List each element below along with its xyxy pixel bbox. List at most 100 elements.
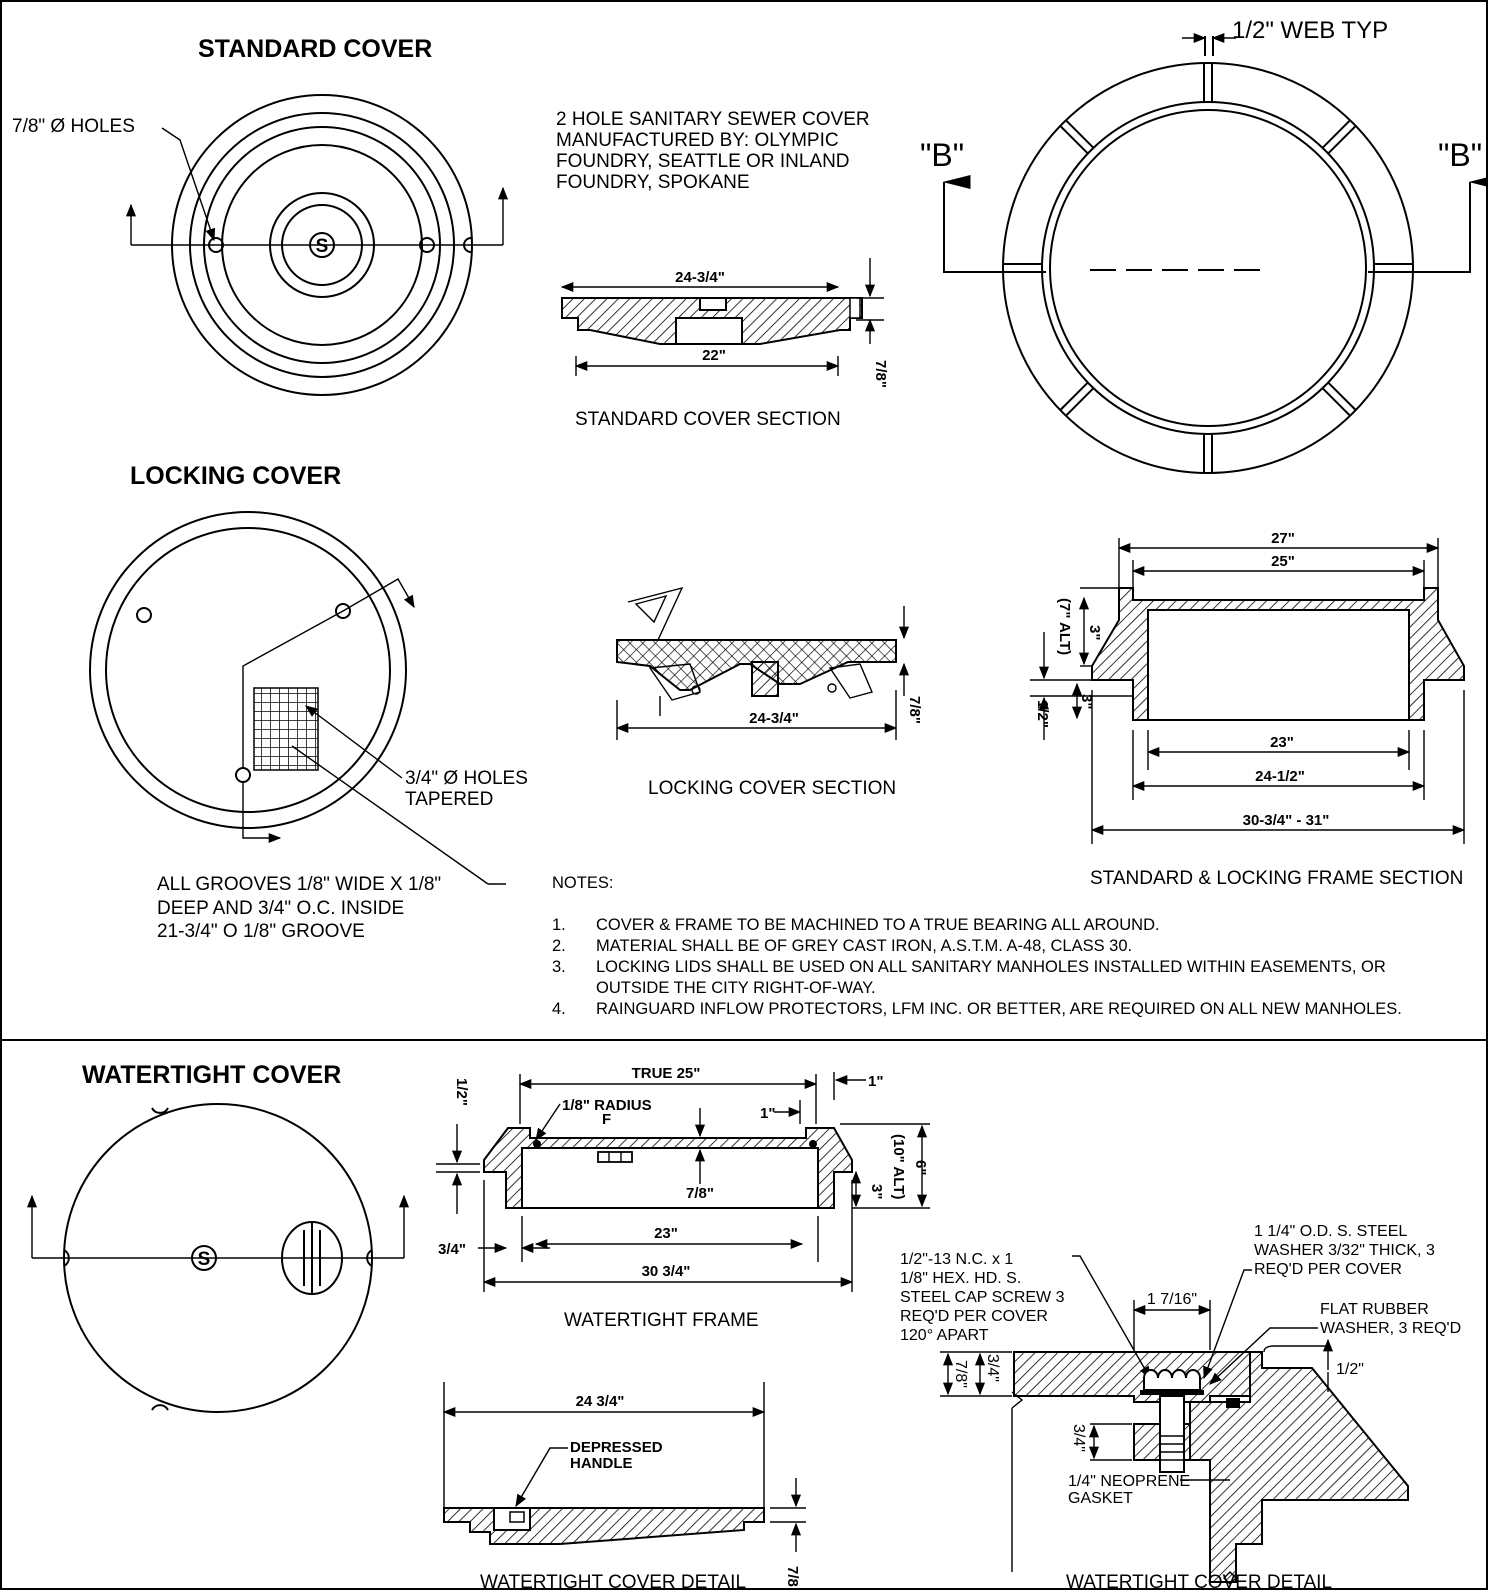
rubber-washer-note: FLAT RUBBER — [1320, 1301, 1429, 1318]
svg-text:3": 3" — [1086, 625, 1103, 640]
manufacturer-note: 2 HOLE SANITARY SEWER COVER MANUFACTURED… — [556, 109, 870, 193]
svg-text:3/4": 3/4" — [1070, 1424, 1087, 1452]
frame-web-line — [1059, 125, 1089, 155]
frame-web-line — [1065, 119, 1095, 149]
note-3: LOCKING LIDS SHALL BE USED ON ALL SANITA… — [596, 958, 1386, 976]
svg-text:1/2": 1/2" — [1034, 700, 1051, 728]
frame-web-line — [1327, 381, 1357, 411]
watertight-cover-detail-left: 24 3/4" DEPRESSED HANDLE 7/8" WATERTIGHT… — [442, 1382, 806, 1590]
svg-text:24-3/4": 24-3/4" — [675, 269, 725, 286]
svg-text:TAPERED: TAPERED — [405, 789, 493, 810]
svg-text:30-3/4" - 31": 30-3/4" - 31" — [1243, 812, 1330, 829]
watertight-frame-title: WATERTIGHT FRAME — [564, 1310, 759, 1331]
standard-cover-plan: STANDARD COVER S 7/8" Ø HOLES — [12, 35, 509, 396]
svg-text:30 3/4": 30 3/4" — [642, 1263, 691, 1280]
note-1: COVER & FRAME TO BE MACHINED TO A TRUE B… — [596, 916, 1160, 934]
svg-text:2.: 2. — [552, 937, 566, 955]
svg-text:OUTSIDE THE CITY RIGHT-OF-WAY.: OUTSIDE THE CITY RIGHT-OF-WAY. — [596, 979, 876, 997]
frame-web-line — [1321, 119, 1351, 149]
svg-text:MANUFACTURED BY: OLYMPIC: MANUFACTURED BY: OLYMPIC — [556, 130, 839, 151]
frame-web-line — [1065, 387, 1095, 417]
svg-text:1": 1" — [760, 1105, 775, 1122]
grooves-note: ALL GROOVES 1/8" WIDE X 1/8" — [157, 874, 441, 895]
notes: NOTES: 1. COVER & FRAME TO BE MACHINED T… — [552, 874, 1402, 1018]
note-4: RAINGUARD INFLOW PROTECTORS, LFM INC. OR… — [596, 1000, 1402, 1018]
holes-3-4-label: 3/4" Ø HOLES — [405, 768, 528, 789]
notes-heading: NOTES: — [552, 874, 613, 892]
svg-text:3/4": 3/4" — [984, 1354, 1001, 1382]
svg-text:21-3/4" O 1/8" GROOVE: 21-3/4" O 1/8" GROOVE — [157, 921, 365, 942]
svg-text:7/8": 7/8" — [686, 1185, 714, 1202]
svg-text:3/4": 3/4" — [438, 1241, 466, 1258]
watertight-detail-title: WATERTIGHT COVER DETAIL — [1066, 1572, 1332, 1590]
watertight-frame: TRUE 25" 1/8" RADIUS F 1" 1" 7/8" 1/2" 6… — [436, 1065, 930, 1331]
frame-plan-view: 1/2" WEB TYP "B" "B" — [920, 17, 1488, 474]
locking-cover-title: LOCKING COVER — [130, 462, 341, 490]
svg-text:WASHER, 3 REQ'D: WASHER, 3 REQ'D — [1320, 1320, 1461, 1337]
frame-web-line — [1321, 387, 1351, 417]
svg-text:7/8": 7/8" — [906, 696, 923, 724]
svg-text:(10" ALT): (10" ALT) — [890, 1134, 907, 1199]
locking-cover-section: 24-3/4" 7/8" LOCKING COVER SECTION — [615, 586, 923, 799]
svg-text:1/8" HEX. HD. S.: 1/8" HEX. HD. S. — [900, 1270, 1021, 1287]
svg-text:3.: 3. — [552, 958, 566, 976]
svg-text:4.: 4. — [552, 1000, 566, 1018]
svg-text:1/2": 1/2" — [1336, 1361, 1364, 1378]
frame-section: 27" 25" 3" (7" ALT) 1/2" 3" 23" 24-1/2" … — [1030, 530, 1466, 889]
svg-text:6": 6" — [912, 1160, 929, 1175]
svg-text:23": 23" — [1270, 734, 1294, 751]
locking-cover-plan: LOCKING COVER 3/4" Ø HOLES TAPERED ALL G… — [89, 462, 528, 942]
neoprene-gasket-label: 1/4" NEOPRENE — [1068, 1473, 1190, 1490]
svg-text:WASHER 3/32" THICK, 3: WASHER 3/32" THICK, 3 — [1254, 1242, 1435, 1259]
svg-text:24 3/4": 24 3/4" — [576, 1393, 625, 1410]
svg-text:1 7/16": 1 7/16" — [1147, 1291, 1197, 1308]
section-mark-right: "B" — [1438, 137, 1482, 173]
svg-text:1/2": 1/2" — [453, 1078, 470, 1106]
svg-text:3": 3" — [868, 1184, 885, 1199]
frame-web-line — [1059, 381, 1089, 411]
svg-text:24-3/4": 24-3/4" — [749, 710, 799, 727]
standard-cover-title: STANDARD COVER — [198, 35, 432, 63]
svg-text:7/8": 7/8" — [784, 1566, 801, 1590]
svg-text:1.: 1. — [552, 916, 566, 934]
standard-cover-section-title: STANDARD COVER SECTION — [575, 409, 841, 430]
holes-7-8-label: 7/8" Ø HOLES — [12, 116, 135, 137]
svg-text:(7" ALT): (7" ALT) — [1056, 598, 1073, 655]
frame-web-line — [1327, 125, 1357, 155]
svg-text:2 HOLE SANITARY SEWER COVER: 2 HOLE SANITARY SEWER COVER — [556, 109, 870, 130]
svg-text:F: F — [602, 1111, 611, 1128]
watertight-cover-title: WATERTIGHT COVER — [82, 1061, 341, 1089]
svg-text:22": 22" — [702, 347, 726, 364]
svg-text:DEEP AND 3/4" O.C. INSIDE: DEEP AND 3/4" O.C. INSIDE — [157, 898, 404, 919]
svg-text:7/8": 7/8" — [872, 360, 889, 388]
svg-text:DEPRESSED: DEPRESSED — [570, 1439, 663, 1456]
sewer-s-symbol: S — [316, 236, 329, 257]
svg-text:3": 3" — [1078, 694, 1095, 709]
svg-text:TRUE 25": TRUE 25" — [632, 1065, 701, 1082]
svg-text:27": 27" — [1271, 530, 1295, 547]
svg-text:1": 1" — [868, 1073, 883, 1090]
steel-washer-note: 1 1/4" O.D. S. STEEL — [1254, 1223, 1407, 1240]
web-typ-label: 1/2" WEB TYP — [1232, 17, 1388, 44]
svg-text:120° APART: 120° APART — [900, 1327, 989, 1344]
svg-text:S: S — [198, 1249, 211, 1270]
svg-text:FOUNDRY, SPOKANE: FOUNDRY, SPOKANE — [556, 172, 750, 193]
standard-cover-section: 24-3/4" 22" 7/8" STANDARD COVER SECTION — [560, 258, 889, 430]
svg-text:GASKET: GASKET — [1068, 1490, 1133, 1507]
svg-text:STEEL CAP SCREW 3: STEEL CAP SCREW 3 — [900, 1289, 1065, 1306]
cap-screw-note: 1/2"-13 N.C. x 1 — [900, 1251, 1013, 1268]
locking-cover-section-title: LOCKING COVER SECTION — [648, 778, 896, 799]
watertight-cover-detail-right: 1/2"-13 N.C. x 1 1/8" HEX. HD. S. STEEL … — [900, 1223, 1461, 1590]
svg-text:REQ'D PER COVER: REQ'D PER COVER — [1254, 1261, 1402, 1278]
svg-text:FOUNDRY, SEATTLE OR INLAND: FOUNDRY, SEATTLE OR INLAND — [556, 151, 850, 172]
frame-section-title: STANDARD & LOCKING FRAME SECTION — [1090, 868, 1463, 889]
svg-text:7/8": 7/8" — [952, 1360, 969, 1388]
svg-text:HANDLE: HANDLE — [570, 1455, 633, 1472]
svg-text:1/8" RADIUS: 1/8" RADIUS — [562, 1097, 652, 1114]
section-mark-left: "B" — [920, 137, 964, 173]
svg-text:REQ'D PER COVER: REQ'D PER COVER — [900, 1308, 1048, 1325]
svg-text:25": 25" — [1271, 553, 1295, 570]
svg-text:23": 23" — [654, 1225, 678, 1242]
